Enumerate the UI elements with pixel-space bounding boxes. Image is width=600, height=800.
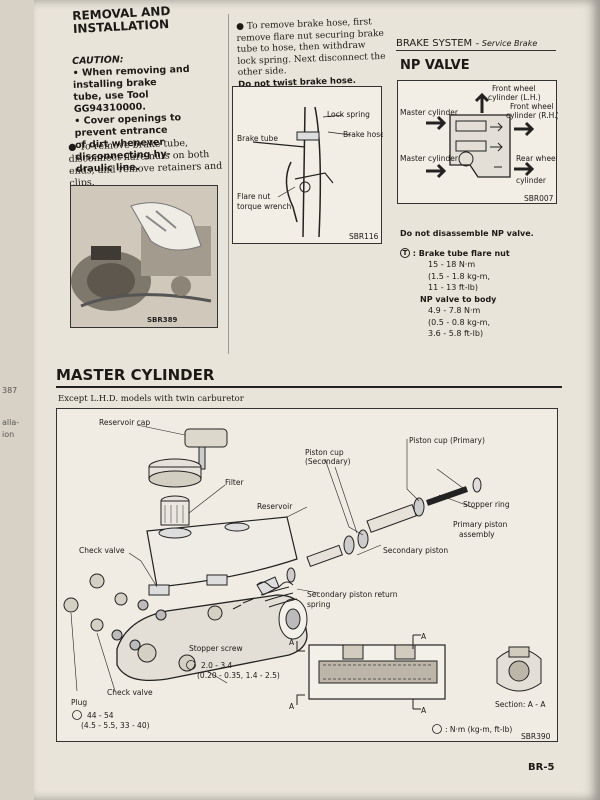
section-mark: A — [289, 638, 295, 647]
np-valve-spec: Do not disassemble NP valve. T : Brake t… — [400, 228, 560, 340]
figure-id: SBR007 — [524, 194, 554, 203]
piston-cup-secondary-label-2: (Secondary) — [305, 457, 351, 466]
np-valve-diagram: Front wheel cylinder (L.H.) Master cylin… — [400, 84, 559, 203]
plug-label: Plug — [71, 698, 87, 707]
front-rh-label: Front wheel — [510, 102, 554, 111]
stopper-torque-label-2: (0.20 - 0.35, 1.4 - 2.5) — [197, 671, 280, 680]
np-valve-figure: Front wheel cylinder (L.H.) Master cylin… — [397, 80, 559, 204]
primary-piston-label: Primary piston — [453, 520, 508, 529]
torque-icon: T — [400, 248, 410, 258]
front-lh-label: Front wheel — [492, 84, 536, 93]
torque-wrench-label: torque wrench — [237, 202, 292, 211]
section-aa-label: Section: A - A — [495, 700, 546, 709]
figure-id: SBR116 — [349, 232, 379, 241]
front-lh-label-2: cylinder (L.H.) — [488, 93, 541, 102]
piston-cup-secondary-label: Piston cup — [305, 448, 344, 457]
front-rh-label-2: cylinder (R.H.) — [506, 111, 558, 120]
reservoir-cap-label: Reservoir cap — [99, 418, 150, 427]
stopper-ring-label: Stopper ring — [463, 500, 510, 509]
lock-spring-label: Lock spring — [327, 110, 370, 119]
brake-hose-label: Brake hose — [343, 130, 383, 139]
section-header: BRAKE SYSTEM – Service Brake — [396, 38, 556, 51]
rear-wheel-label: Rear wheel — [516, 154, 558, 163]
bullet-icon: ● — [68, 141, 80, 153]
facing-page-fragment: alla- — [2, 418, 20, 427]
exploded-diagram: Reservoir cap Filter Reservoir Check val… — [63, 418, 551, 741]
torque-icon — [72, 710, 82, 720]
section-mark: A — [421, 706, 427, 715]
leader-lines — [70, 424, 478, 692]
filter-part — [160, 495, 190, 526]
piston-cup-primary-label: Piston cup (Primary) — [409, 436, 485, 445]
removal-section-title: REMOVAL AND INSTALLATION — [71, 3, 171, 36]
figure-id: SBR390 — [521, 732, 551, 741]
master-cylinder-subtitle: Except L.H.D. models with twin carbureto… — [58, 394, 244, 404]
master-cylinder-exploded-view: Reservoir cap Filter Reservoir Check val… — [56, 408, 558, 742]
piston-assembly-parts — [232, 477, 482, 610]
flare-nut-label: Flare nut — [237, 192, 270, 201]
brake-hose-figure: Lock spring Brake hose Brake tube Flare … — [232, 86, 385, 244]
brake-tube-instruction: ● To remove brake tube, disconnect flare… — [68, 137, 223, 189]
master-cylinder-title: MASTER CYLINDER — [56, 366, 215, 384]
secondary-spring-label: Secondary piston return — [307, 590, 398, 599]
torque-spec-1: T : Brake tube flare nut — [400, 248, 560, 260]
torque-spec-2: NP valve to body — [420, 294, 497, 304]
primary-piston-label-2: assembly — [459, 530, 495, 539]
brake-tube-photo: SBR389 — [70, 185, 218, 328]
plug-torque-label-2: (4.5 - 5.5, 33 - 40) — [81, 721, 150, 730]
engine-bay-photo-illustration — [71, 186, 217, 327]
torque-icon — [186, 660, 196, 670]
plug-torque-label: 44 - 54 — [87, 711, 114, 720]
page-number: BR-5 — [528, 762, 555, 773]
section-aa-view: Section: A - A — [495, 646, 546, 709]
figure-id: SBR389 — [147, 316, 178, 324]
section-subname: – Service Brake — [475, 39, 538, 48]
bullet-icon: ● — [236, 21, 248, 32]
check-valve-label: Check valve — [79, 546, 125, 555]
rear-wheel-label-2: cylinder — [516, 176, 547, 185]
plug-parts — [63, 573, 167, 651]
filter-label: Filter — [225, 478, 244, 487]
stopper-screw-label: Stopper screw — [189, 644, 243, 653]
stopper-torque-label: 2.0 - 3.4 — [201, 661, 233, 670]
units-note: : N·m (kg-m, ft-lb) — [445, 725, 512, 734]
facing-page-fragment: 387 — [2, 386, 18, 395]
check-valve-bottom-label: Check valve — [107, 688, 153, 697]
return-spring-part — [256, 581, 294, 589]
reservoir-cap-part — [148, 428, 228, 488]
reservoir-label: Reservoir — [257, 502, 293, 511]
section-view: A A A A — [289, 632, 446, 715]
title-rule — [56, 386, 562, 388]
torque-icon — [432, 724, 442, 734]
reservoir-part — [146, 516, 298, 596]
section-mark: A — [421, 632, 427, 641]
secondary-piston-label: Secondary piston — [383, 546, 448, 555]
column-divider — [228, 14, 229, 354]
np-valve-title: NP VALVE — [400, 58, 470, 73]
secondary-spring-label-2: spring — [307, 600, 331, 609]
section-mark: A — [289, 702, 295, 711]
facing-page-fragment: ion — [2, 430, 15, 439]
brake-tube-label: Brake tube — [237, 134, 278, 143]
np-note: Do not disassemble NP valve. — [400, 229, 534, 238]
master-cylinder-label: Master cylinder — [400, 154, 459, 163]
hose-diagram: Lock spring Brake hose Brake tube Flare … — [237, 106, 385, 241]
master-cylinder-label: Master cylinder — [400, 108, 459, 117]
brake-hose-instruction: ● To remove brake hose, first remove fla… — [236, 17, 388, 91]
section-name: BRAKE SYSTEM — [396, 38, 473, 49]
